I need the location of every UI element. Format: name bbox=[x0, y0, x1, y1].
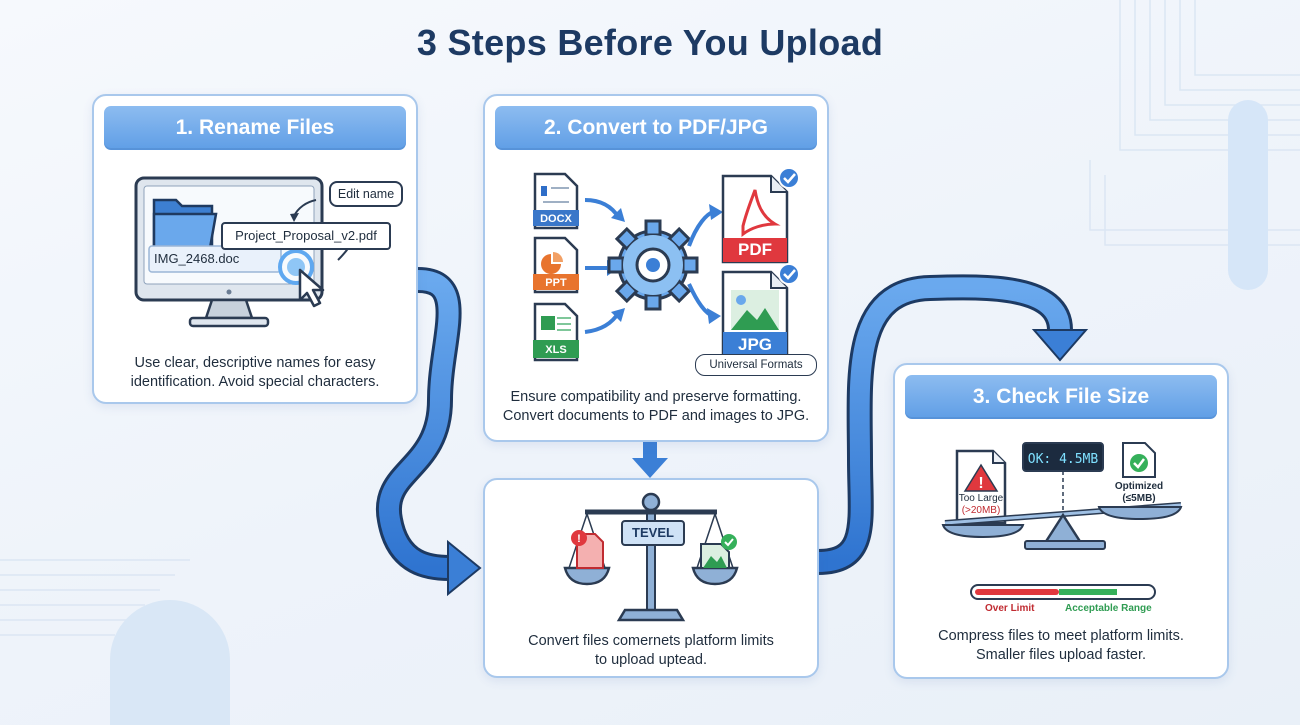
step2-header: 2. Convert to PDF/JPG bbox=[495, 106, 817, 150]
jpg-label: JPG bbox=[737, 335, 773, 354]
pdf-label: PDF bbox=[738, 240, 772, 259]
optimized-limit: (≤5MB) bbox=[1122, 493, 1156, 504]
step3-card: 3. Check File Size ! bbox=[893, 363, 1229, 679]
filesize-illustration: ! bbox=[941, 442, 1183, 600]
xls-file-icon bbox=[533, 302, 579, 362]
xls-label: XLS bbox=[545, 344, 567, 356]
folder-icon bbox=[152, 198, 218, 250]
jpg-file-icon bbox=[721, 270, 789, 360]
optimized-text: Optimized bbox=[1114, 481, 1164, 492]
too-large-text: Too Large bbox=[958, 493, 1004, 504]
too-large-limit: (>20MB) bbox=[961, 505, 1001, 516]
oversized-file-icon: ! bbox=[571, 530, 604, 569]
balance-card: ! TEVEL Convert files comernets platform… bbox=[483, 478, 819, 678]
ppt-label: PPT bbox=[545, 277, 567, 289]
svg-text:!: ! bbox=[978, 475, 983, 492]
page-title: 3 Steps Before You Upload bbox=[416, 22, 884, 63]
new-filename-text: Project_Proposal_v2.pdf bbox=[235, 228, 377, 243]
universal-formats-badge: Universal Formats bbox=[695, 354, 817, 376]
step2-caption-line: Convert documents to PDF and images to J… bbox=[502, 408, 810, 424]
cursor-icon bbox=[278, 249, 325, 308]
balance-caption-line: Convert files comernets platform limits bbox=[528, 633, 774, 649]
balance-caption-line: to upload uptead. bbox=[594, 652, 708, 668]
step1-caption-line: Use clear, descriptive names for easy bbox=[134, 355, 376, 371]
optimized-file-icon bbox=[700, 534, 737, 569]
convert-illustration bbox=[533, 167, 800, 362]
step3-caption: Compress files to meet platform limits. … bbox=[909, 627, 1213, 665]
balance-sign: TEVEL bbox=[621, 520, 685, 546]
check-badge-icon bbox=[778, 263, 800, 285]
balance-scale-illustration: ! bbox=[563, 492, 739, 622]
step1-caption-line: identification. Avoid special characters… bbox=[130, 374, 380, 390]
edit-name-callout: Edit name bbox=[329, 181, 403, 207]
balance-caption: Convert files comernets platform limits … bbox=[499, 632, 803, 670]
tilted-scale-icon bbox=[941, 502, 1183, 550]
size-display: OK: 4.5MB bbox=[1027, 452, 1099, 467]
step3-caption-line: Compress files to meet platform limits. bbox=[938, 628, 1184, 644]
edit-name-label: Edit name bbox=[337, 187, 395, 201]
step2-caption-line: Ensure compatibility and preserve format… bbox=[510, 389, 802, 405]
svg-text:!: ! bbox=[577, 533, 581, 545]
step3-caption-line: Smaller files upload faster. bbox=[975, 647, 1147, 663]
optimized-label: Optimized (≤5MB) bbox=[1109, 481, 1169, 505]
step1-header: 1. Rename Files bbox=[104, 106, 406, 150]
acceptable-range-label: Acceptable Range bbox=[1065, 603, 1152, 614]
step2-caption: Ensure compatibility and preserve format… bbox=[499, 388, 813, 426]
step1-caption: Use clear, descriptive names for easy id… bbox=[108, 354, 402, 392]
check-badge-icon bbox=[778, 167, 800, 189]
size-range-bar bbox=[970, 584, 1156, 600]
step2-card: 2. Convert to PDF/JPG bbox=[483, 94, 829, 442]
new-filename-field: Project_Proposal_v2.pdf bbox=[221, 222, 391, 250]
pdf-file-icon bbox=[721, 174, 789, 264]
step1-card: 1. Rename Files Edit name bbox=[92, 94, 418, 404]
step3-header: 3. Check File Size bbox=[905, 375, 1217, 419]
arrow-step2-down bbox=[632, 442, 668, 478]
too-large-file-icon: ! bbox=[955, 449, 1007, 525]
too-large-label: Too Large (>20MB) bbox=[955, 493, 1007, 517]
optimized-size-file-icon bbox=[1122, 442, 1156, 478]
docx-label: DOCX bbox=[540, 213, 572, 225]
docx-file-icon bbox=[533, 172, 579, 230]
over-limit-label: Over Limit bbox=[985, 603, 1035, 614]
old-filename-text: IMG_2468.doc bbox=[154, 251, 240, 266]
gear-icon bbox=[607, 219, 699, 311]
ppt-file-icon bbox=[533, 236, 579, 294]
arrow-balance-to-step3 bbox=[817, 274, 1089, 575]
arrow-step1-to-balance bbox=[375, 267, 482, 597]
